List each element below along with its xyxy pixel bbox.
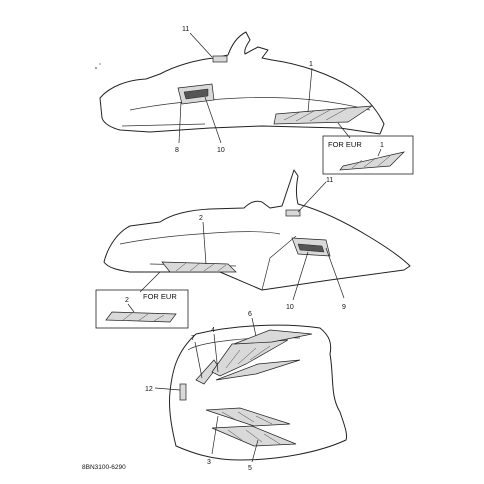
hood-decal-5-hatch (227, 429, 281, 445)
hood-leader-5 (251, 439, 259, 463)
middle-snowmobile-view: 11 2 10 9 (103, 169, 411, 311)
hood-callout-7: 7 (191, 335, 195, 342)
top-badge-logo (183, 88, 209, 100)
hood-callout-12: 12 (145, 386, 153, 393)
hood-decal-3-hatch (221, 411, 273, 425)
middle-seat-line (119, 231, 281, 245)
top-seat-line (129, 97, 371, 111)
hood-leader-12 (154, 387, 181, 391)
middle-eur-box (95, 289, 189, 329)
hood-outline (169, 324, 347, 461)
top-stripe-hatch (283, 108, 347, 122)
hood-decal-mid (215, 359, 301, 381)
top-callout-8: 8 (175, 147, 179, 154)
top-callout-10: 10 (217, 147, 225, 154)
middle-eur-label: FOR EUR (143, 292, 177, 301)
top-leader-eur (337, 122, 351, 139)
top-eur-box (322, 135, 414, 175)
middle-callout-10: 10 (286, 304, 294, 311)
top-eur-hatch (351, 155, 391, 169)
top-eur-label: FOR EUR (328, 140, 362, 149)
hood-leader-6 (251, 317, 257, 337)
middle-leader-11 (297, 181, 327, 213)
middle-eur-hatch (121, 312, 165, 322)
hood-decal-6 (233, 329, 313, 345)
top-emblem-11 (212, 55, 228, 63)
middle-eur-leader (127, 303, 135, 313)
hood-callout-4: 4 (211, 327, 215, 334)
speck (95, 67, 97, 69)
hood-decal-4 (211, 339, 289, 377)
middle-eur-decal (105, 311, 177, 323)
hood-decal-3 (205, 407, 291, 427)
speck (99, 63, 101, 65)
top-snowmobile-view: 11 1 8 10 (95, 26, 385, 154)
middle-leader-9 (325, 247, 345, 299)
hood-emblem-12 (179, 383, 187, 401)
middle-eur-inset: 2 FOR EUR (95, 289, 189, 329)
hood-leader-3 (211, 415, 219, 455)
hood-callout-3: 3 (207, 459, 211, 466)
middle-stripe-hatch (175, 262, 227, 272)
middle-leader-2 (202, 221, 207, 265)
top-eur-leader (377, 148, 382, 157)
top-leader-1 (307, 67, 313, 113)
bottom-hood-view: 7 4 6 12 3 5 (145, 311, 347, 472)
middle-leader-10 (292, 251, 309, 301)
drawing-code: 8BN3100-6290 (82, 464, 126, 471)
middle-badge-logo (297, 243, 325, 253)
top-stripe-decal (273, 105, 373, 125)
top-leader-8 (178, 101, 182, 144)
middle-body-outline (103, 169, 411, 291)
top-callout-11: 11 (182, 26, 189, 33)
top-leader-10 (204, 96, 222, 144)
hood-callout-6: 6 (248, 311, 252, 318)
top-leader-11 (189, 32, 213, 58)
middle-front-line (261, 235, 297, 291)
middle-callout-2: 2 (199, 215, 203, 222)
top-skid-line (121, 123, 206, 127)
middle-callout-9: 9 (342, 304, 346, 311)
hood-decal-4-hatch (225, 345, 271, 369)
middle-emblem-11 (285, 209, 301, 217)
top-eur-part: 1 (380, 142, 384, 149)
hood-leader-4 (213, 333, 219, 373)
top-eur-inset: FOR EUR 1 (322, 135, 414, 175)
hood-leader-7 (194, 341, 203, 379)
hood-callout-5: 5 (248, 465, 252, 472)
top-body-outline (99, 31, 385, 135)
middle-eur-part: 2 (125, 297, 129, 304)
middle-leader-eur (139, 271, 161, 293)
middle-callout-11: 11 (326, 177, 333, 184)
top-callout-1: 1 (309, 61, 313, 68)
